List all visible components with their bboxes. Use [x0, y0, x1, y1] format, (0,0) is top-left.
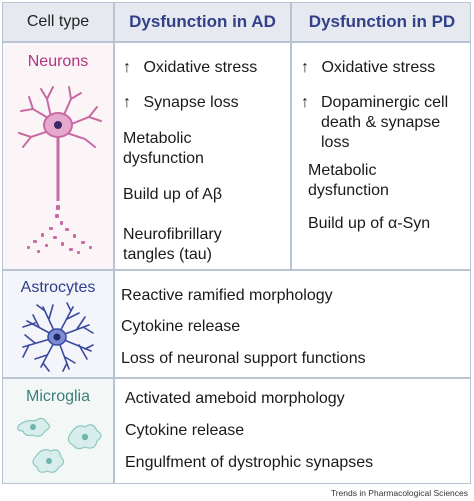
pd-neurons-oxidative-stress: ↑ Oxidative stress: [301, 59, 436, 76]
journal-credit: Trends in Pharmacological Sciences: [330, 488, 468, 498]
ad-neurons-tangles: Neurofibrillary tangles (tau): [123, 226, 222, 263]
pd-neurons-metabolic: Metabolic dysfunction: [308, 162, 389, 199]
microglia-illustration: [17, 417, 102, 473]
astrocytes-label: Astrocytes: [20, 279, 96, 296]
row-divider: [3, 269, 470, 271]
increase-arrow-icon: ↑: [123, 94, 131, 111]
neurons-label: Neurons: [27, 53, 89, 70]
row-divider: [3, 377, 470, 379]
pd-neurons-dopaminergic: ↑Dopaminergic cell death & synapse loss: [301, 94, 449, 151]
neuron-illustration: [18, 86, 102, 254]
ad-neurons-oxidative-stress: ↑ Oxidative stress: [123, 59, 258, 76]
astrocytes-item-2: Cytokine release: [121, 318, 241, 335]
table-header: Cell type Dysfunction in AD Dysfunction …: [3, 3, 470, 41]
astrocytes-label-cell: [3, 271, 113, 377]
header-ad: Dysfunction in AD: [129, 12, 276, 31]
column-divider: [290, 3, 292, 269]
astrocyte-illustration: [22, 302, 94, 372]
astrocytes-item-1: Reactive ramified morphology: [121, 287, 333, 304]
increase-arrow-icon: ↑: [301, 59, 309, 76]
header-pd: Dysfunction in PD: [308, 12, 456, 31]
ad-neurons-abeta: Build up of Aβ: [123, 186, 223, 203]
microglia-item-1: Activated ameboid morphology: [125, 390, 345, 407]
comparison-table: Cell type Dysfunction in AD Dysfunction …: [2, 2, 471, 484]
increase-arrow-icon: ↑: [301, 94, 309, 111]
column-divider: [113, 3, 115, 483]
astrocytes-item-3: Loss of neuronal support functions: [121, 350, 366, 367]
microglia-label: Microglia: [25, 388, 90, 405]
microglia-item-2: Cytokine release: [125, 422, 245, 439]
row-divider: [3, 41, 470, 43]
increase-arrow-icon: ↑: [123, 59, 131, 76]
ad-neurons-metabolic: Metabolic dysfunction: [123, 130, 204, 167]
header-cell-type: Cell type: [26, 13, 90, 30]
pd-neurons-asyn: Build up of α-Syn: [308, 215, 431, 232]
microglia-item-3: Engulfment of dystrophic synapses: [125, 454, 374, 471]
ad-neurons-synapse-loss: ↑ Synapse loss: [123, 94, 239, 111]
